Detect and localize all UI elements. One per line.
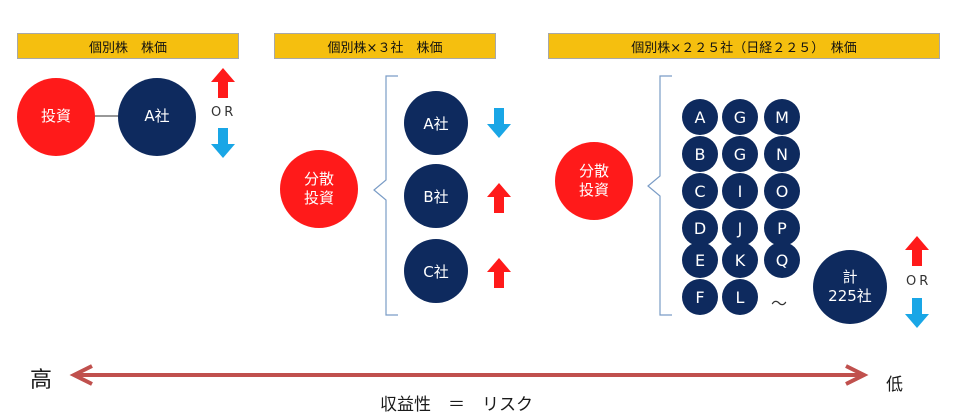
panel2-company-a: A社 [404,91,468,155]
stock-circle-label: D [693,218,707,238]
stock-circle-b: B [682,136,718,172]
stock-circle-g1: G [722,99,758,135]
panel3-down-arrow-icon [905,298,929,328]
stock-circle-label: C [694,181,706,201]
panel2-c-up-arrow-icon [487,258,511,288]
panel3-tilde: ～ [771,294,788,313]
panel1-up-arrow-icon [211,68,235,98]
stock-circle-label: I [737,181,743,201]
panel2-invest-circle: 分散 投資 [280,150,358,228]
stock-circle-label: K [734,250,746,270]
panel1-down-arrow-icon [211,128,235,158]
panel2-invest-label: 分散 投資 [303,169,334,208]
panel3-total-label: 計 225社 [828,268,872,305]
panel1-invest-circle: 投資 [17,78,95,156]
stock-circle-label: N [776,144,788,164]
stock-circle-d: D [682,210,718,246]
panel1-or-label: OR [211,105,237,120]
scale-high-label: 高 [30,368,53,393]
scale-caption: 収益性 ＝ リスク [380,395,533,415]
panel3-banner: 個別株×２２５社（日経２２５） 株価 [548,33,940,59]
stock-circle-label: A [694,107,706,127]
stock-circle-label: G [733,107,747,127]
stock-circle-p: P [764,210,800,246]
stock-circle-i: I [722,173,758,209]
stock-circle-label: E [694,250,706,270]
panel1-invest-label: 投資 [40,107,71,126]
panel2-company-b: B社 [404,164,468,228]
panel2-a-down-arrow-icon [487,108,511,138]
stock-circle-label: M [775,107,789,127]
stock-circle-label: O [775,181,789,201]
stock-circle-q: Q [764,242,800,278]
stock-circle-l: L [722,279,758,315]
panel3-or-label: OR [906,274,932,289]
stock-circle-label: G [733,144,747,164]
scale-low-label: 低 [886,375,903,395]
panel1-company-label: A社 [144,107,170,126]
stock-circle-j: J [722,210,758,246]
stock-circle-c: C [682,173,718,209]
stock-circle-label: J [737,218,743,238]
panel3-invest-circle: 分散 投資 [555,142,633,220]
stock-circle-m: M [764,99,800,135]
panel2-b-up-arrow-icon [487,183,511,213]
stock-circle-label: P [777,218,787,238]
panel2-company-b-label: B社 [423,187,449,206]
stock-circle-k: K [722,242,758,278]
panel3-up-arrow-icon [905,236,929,266]
stock-circle-label: B [694,144,706,164]
stock-circle-e: E [682,242,718,278]
stock-circle-g2: G [722,136,758,172]
stock-circle-label: L [735,287,745,307]
panel1-banner: 個別株 株価 [17,33,239,59]
stock-circle-f: F [682,279,718,315]
stock-circle-o: O [764,173,800,209]
stock-circle-label: Q [775,250,789,270]
stock-circle-a: A [682,99,718,135]
panel3-total-circle: 計 225社 [813,250,887,324]
panel2-banner: 個別株×３社 株価 [274,33,496,59]
panel2-company-a-label: A社 [423,114,449,133]
panel2-company-c: C社 [404,239,468,303]
panel3-invest-label: 分散 投資 [578,161,609,200]
panel2-company-c-label: C社 [423,262,449,281]
stock-circle-label: F [695,287,705,307]
stock-circle-n: N [764,136,800,172]
panel1-company-circle: A社 [118,78,196,156]
